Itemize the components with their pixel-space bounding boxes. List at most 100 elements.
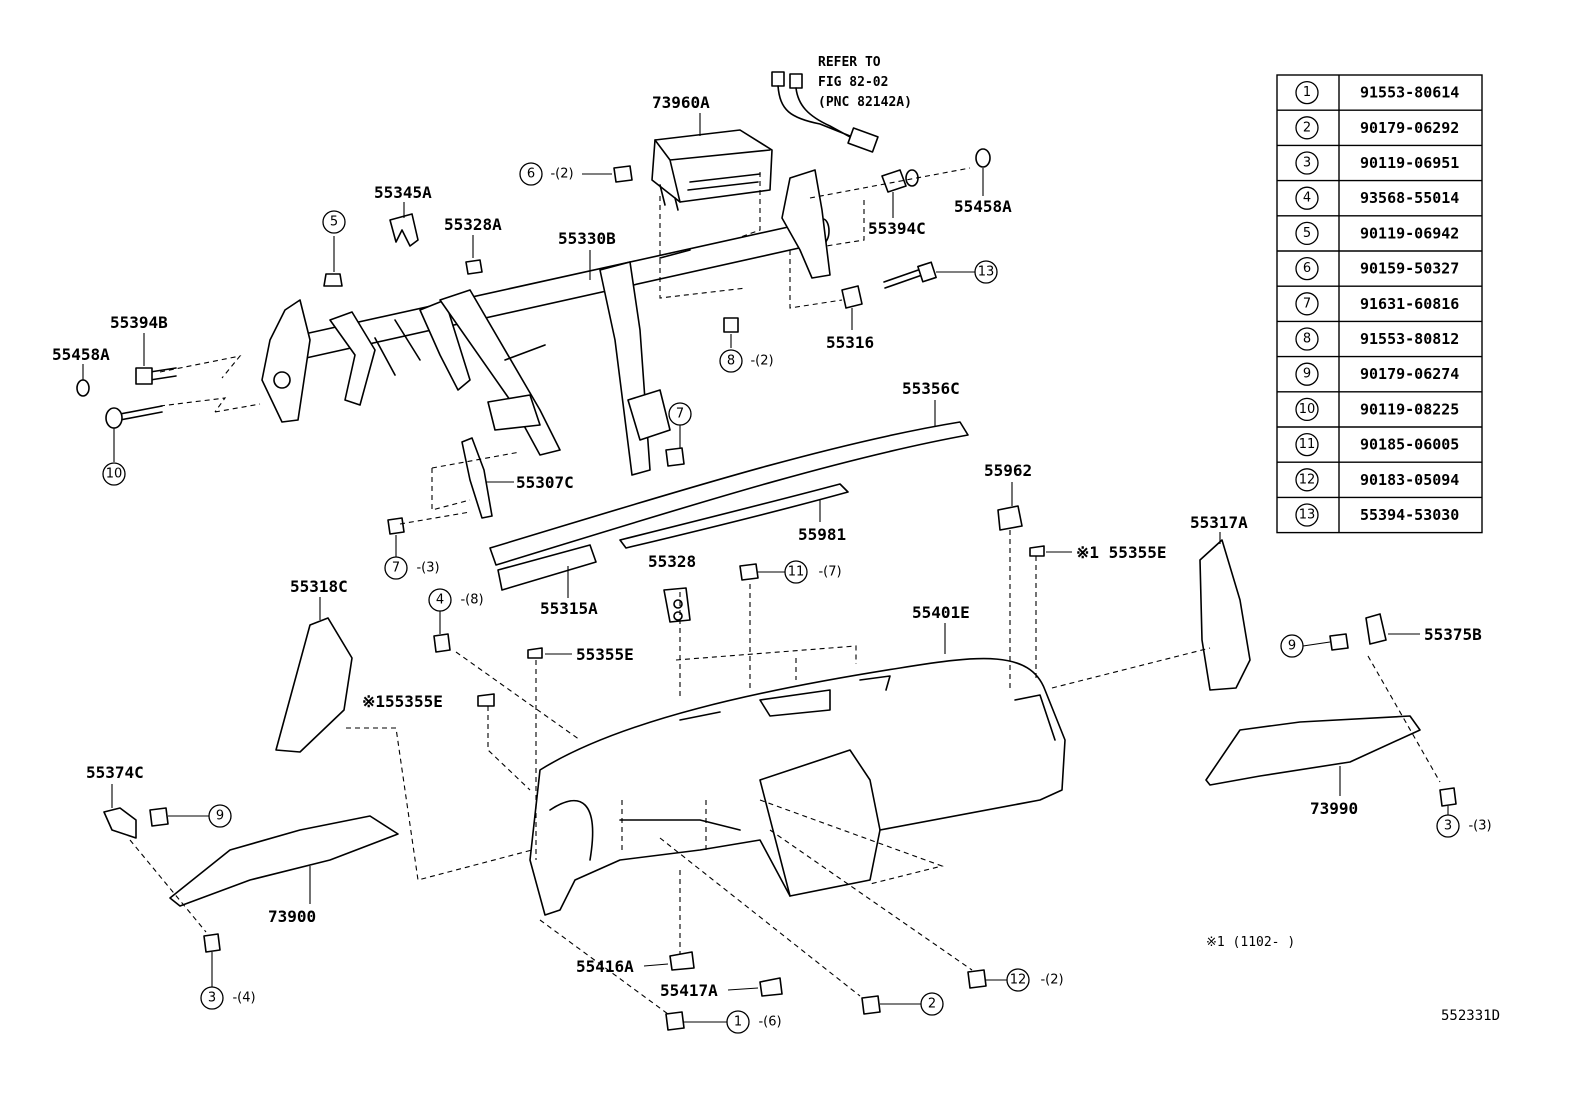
clip-55345A-drawing	[389, 213, 419, 247]
panel-55318C-drawing	[275, 617, 353, 753]
svg-text:11: 11	[788, 565, 805, 580]
row-number: 9	[1303, 367, 1311, 382]
label-55375B: 55375B	[1424, 625, 1482, 644]
row-number-circle	[1295, 432, 1319, 457]
parts-table-row: 8 91553-80812	[1295, 327, 1459, 351]
refer-note: REFER TO FIG 82-02 (PNC 82142A)	[818, 55, 912, 110]
label-55394C: 55394C	[868, 219, 926, 238]
parts-table-row: 5 90119-06942	[1295, 221, 1459, 246]
svg-text:-(2): -(2)	[1040, 973, 1063, 988]
clip-55417A-drawing	[759, 977, 783, 997]
row-number-circle	[1295, 327, 1319, 351]
svg-text:7: 7	[676, 407, 684, 422]
row-number-circle	[1295, 151, 1319, 175]
wire-harness-drawing	[771, 71, 879, 153]
refer-note-line-2: FIG 82-02	[818, 75, 888, 90]
row-part-number: 90119-06951	[1360, 154, 1459, 172]
callout-7-lower: 7 -(3)	[384, 535, 440, 580]
instrument-panel-drawing	[529, 657, 1066, 916]
assembly-lines	[129, 167, 1441, 1015]
row-number: 5	[1303, 226, 1311, 241]
callout-4: 4 -(8)	[428, 588, 484, 634]
svg-text:1: 1	[734, 1015, 742, 1030]
label-55374C: 55374C	[86, 763, 144, 782]
label-73990: 73990	[1310, 799, 1358, 818]
svg-text:3: 3	[1444, 819, 1452, 834]
svg-text:-(4): -(4)	[232, 991, 255, 1006]
svg-text:9: 9	[1288, 639, 1296, 654]
bracket-55316-drawing	[841, 285, 863, 309]
row-part-number: 91553-80812	[1360, 330, 1459, 348]
parts-table-row: 6 90159-50327	[1295, 256, 1459, 281]
instrument-panel-reinforcement-drawing	[261, 169, 831, 476]
svg-text:-(6): -(6)	[758, 1015, 781, 1030]
label-55356C: 55356C	[902, 379, 960, 398]
svg-text:7: 7	[392, 561, 400, 576]
callout-11: 11 -(7)	[758, 560, 842, 584]
svg-text:13: 13	[978, 265, 995, 280]
label-55330B: 55330B	[558, 229, 616, 248]
row-number: 11	[1299, 437, 1316, 452]
svg-text:10: 10	[106, 467, 123, 482]
callout-9-left: 9	[168, 804, 232, 828]
svg-text:-(7): -(7)	[818, 565, 841, 580]
label-55458A-right: 55458A	[954, 197, 1012, 216]
label-55355E-middle: 55355E	[576, 645, 634, 664]
callout-6: 6 -(2)	[519, 162, 574, 186]
clip-55962-drawing	[997, 505, 1023, 531]
label-73960A: 73960A	[652, 93, 710, 112]
callout-1: 1 -(6)	[684, 1010, 782, 1034]
row-part-number: 90183-05094	[1360, 471, 1459, 489]
row-number-circle	[1295, 80, 1319, 105]
label-55401E: 55401E	[912, 603, 970, 622]
label-55345A: 55345A	[374, 183, 432, 202]
svg-text:4: 4	[436, 593, 444, 608]
refer-note-line-1: REFER TO	[818, 55, 881, 70]
svg-text:6: 6	[527, 167, 535, 182]
diagram-code: 552331D	[1441, 1008, 1500, 1024]
panel-55317A-drawing	[1199, 539, 1251, 691]
bracket-55374C-drawing	[103, 807, 137, 839]
label-55307C: 55307C	[516, 473, 574, 492]
row-part-number: 90179-06274	[1360, 365, 1459, 383]
row-number-circle	[1295, 186, 1319, 210]
bolt-13-drawing	[883, 267, 926, 289]
row-number-circle	[1295, 503, 1319, 527]
clip-55328-drawing	[663, 587, 691, 623]
row-number: 13	[1299, 508, 1316, 523]
callout-7-upper: 7	[668, 402, 692, 448]
row-number-circle	[1295, 397, 1319, 422]
bolt-5-drawing	[323, 273, 343, 287]
row-part-number: 90119-06942	[1360, 224, 1459, 242]
airbag-assembly-drawing	[651, 129, 773, 211]
row-part-number: 55394-53030	[1360, 506, 1459, 524]
pad-55315A-drawing	[497, 544, 597, 591]
callout-8: 8 -(2)	[719, 349, 774, 373]
row-number: 6	[1303, 261, 1311, 276]
row-number: 2	[1303, 120, 1311, 135]
svg-text:-(2): -(2)	[550, 167, 573, 182]
row-part-number: 93568-55014	[1360, 189, 1459, 207]
svg-text:5: 5	[330, 215, 338, 230]
row-part-number: 90185-06005	[1360, 436, 1459, 454]
row-part-number: 90159-50327	[1360, 260, 1459, 278]
label-55981: 55981	[798, 525, 846, 544]
row-number-circle	[1295, 468, 1319, 492]
callout-2: 2	[880, 992, 944, 1016]
row-number-circle	[1295, 292, 1319, 316]
row-number: 1	[1303, 85, 1311, 100]
parts-table-row: 11 90185-06005	[1295, 432, 1459, 457]
svg-text:9: 9	[216, 809, 224, 824]
row-number: 8	[1303, 332, 1311, 347]
refer-note-line-3: (PNC 82142A)	[818, 95, 912, 110]
label-55458A-left: 55458A	[52, 345, 110, 364]
panel-55981-drawing	[619, 483, 849, 549]
bolt-10-drawing	[119, 405, 163, 421]
parts-table-row: 13 55394-53030	[1295, 503, 1459, 527]
row-part-number: 91631-60816	[1360, 295, 1459, 313]
